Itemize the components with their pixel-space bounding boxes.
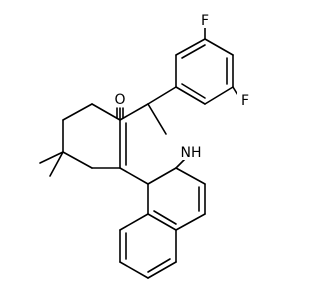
cyclohexenone-ring bbox=[39, 103, 124, 177]
naphthalene-rings bbox=[119, 167, 206, 279]
nitrogen-atom-nh: NH bbox=[181, 145, 202, 161]
structure-drawing: F F O NH bbox=[39, 12, 253, 279]
dihydropyridine-ring bbox=[119, 103, 193, 185]
molecule-canvas: F F O NH bbox=[39, 12, 253, 279]
nitrogen-bg bbox=[178, 144, 204, 160]
oxygen-bg bbox=[112, 91, 128, 107]
fluorine-top-bg bbox=[197, 12, 213, 28]
difluorophenyl-ring bbox=[147, 25, 242, 105]
fluorine-atom-right: F bbox=[241, 93, 249, 109]
fluorine-atom-top: F bbox=[201, 13, 209, 29]
fluorine-right-bg bbox=[237, 92, 253, 108]
oxygen-atom: O bbox=[114, 92, 125, 108]
